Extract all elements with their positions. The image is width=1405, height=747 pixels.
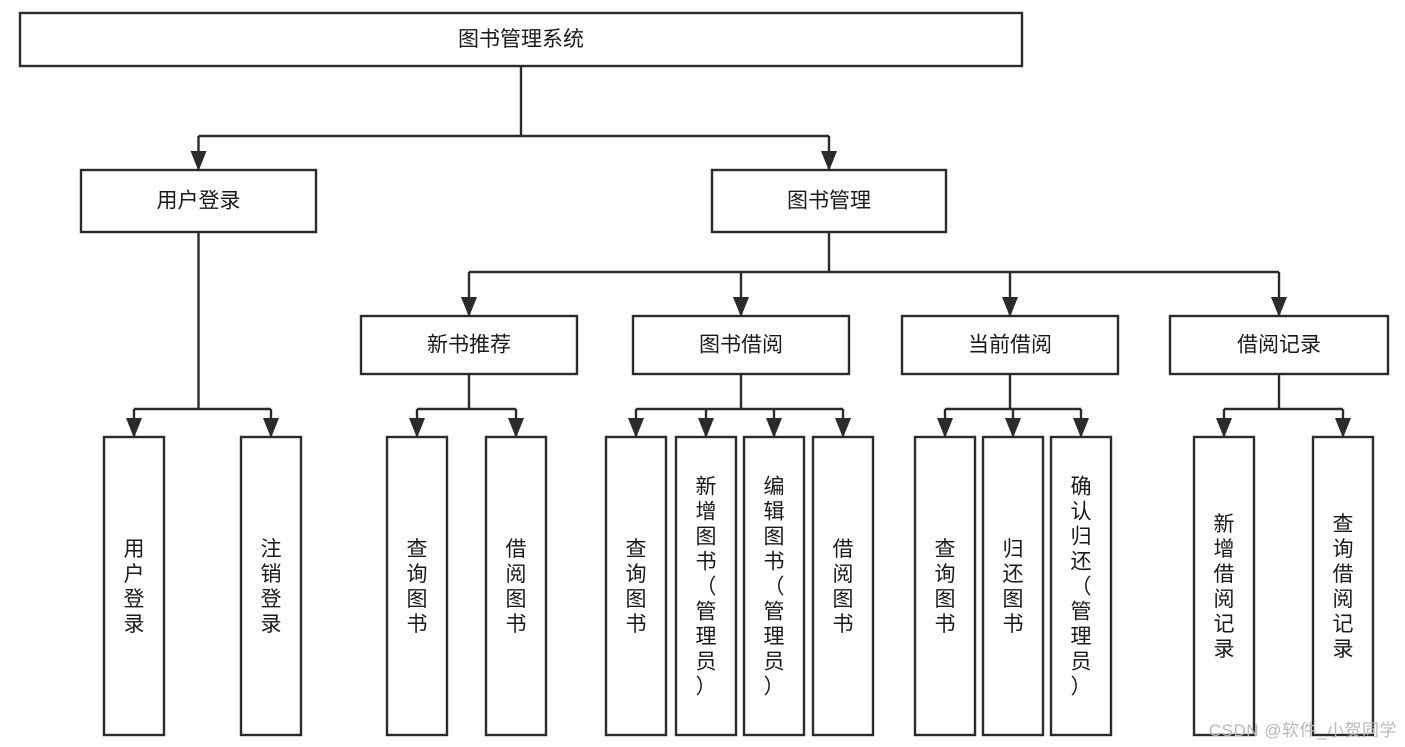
node-box[interactable]	[742, 435, 806, 737]
node-box[interactable]	[1311, 435, 1375, 737]
node-box[interactable]	[913, 435, 977, 737]
node-label: 借阅图书	[506, 538, 527, 636]
node-box[interactable]	[102, 435, 166, 737]
node-leaf-records-query[interactable]: 查询借阅记录	[1311, 435, 1375, 737]
arrow-head-icon	[1216, 418, 1232, 438]
node-label: 新书推荐	[427, 334, 511, 357]
node-leaf-current-query[interactable]: 查询图书	[913, 435, 977, 737]
node-box[interactable]	[1192, 435, 1256, 737]
node-label: 注销登录	[261, 538, 282, 636]
arrow-head-icon	[733, 297, 749, 317]
arrow-head-icon	[821, 151, 837, 171]
node-root[interactable]: 图书管理系统	[18, 11, 1024, 68]
arrow-head-icon	[508, 418, 524, 438]
node-label: 新增图书（管理员）	[696, 476, 717, 699]
arrow-head-icon	[263, 418, 279, 438]
edge-group-newbook	[409, 374, 524, 438]
node-box[interactable]	[359, 314, 579, 376]
node-leaf-user-logout[interactable]: 注销登录	[239, 435, 303, 737]
node-box[interactable]	[811, 435, 875, 737]
arrow-head-icon	[766, 418, 782, 438]
edge-group-current	[937, 374, 1089, 438]
node-box[interactable]	[981, 435, 1045, 737]
arrow-head-icon	[126, 418, 142, 438]
node-label: 图书管理系统	[458, 28, 584, 51]
node-box[interactable]	[18, 11, 1024, 68]
node-label: 借阅记录	[1237, 334, 1321, 357]
node-box[interactable]	[385, 435, 449, 737]
node-box[interactable]	[674, 435, 738, 737]
arrow-head-icon	[1005, 418, 1021, 438]
node-label: 归还图书	[1003, 538, 1024, 636]
watermark-text: CSDN @软件_小贺同学	[1208, 721, 1397, 740]
node-leaf-borrow-edit[interactable]: 编辑图书（管理员）	[742, 435, 806, 737]
node-leaf-newbook-query[interactable]: 查询图书	[385, 435, 449, 737]
arrow-head-icon	[698, 418, 714, 438]
node-box[interactable]	[1049, 435, 1113, 737]
node-leaf-newbook-borrow[interactable]: 借阅图书	[484, 435, 548, 737]
edge-group-root	[190, 66, 837, 171]
node-layer: 图书管理系统用户登录图书管理新书推荐图书借阅当前借阅借阅记录用户登录注销登录查询…	[18, 11, 1390, 737]
arrow-head-icon	[1271, 297, 1287, 317]
node-label: 查询图书	[935, 538, 956, 636]
arrow-head-icon	[1002, 297, 1018, 317]
edge-group-borrow	[628, 374, 851, 438]
node-box[interactable]	[1168, 314, 1390, 376]
arrow-head-icon	[835, 418, 851, 438]
node-box[interactable]	[631, 314, 851, 376]
arrow-head-icon	[190, 151, 207, 171]
node-label: 查询借阅记录	[1333, 513, 1354, 661]
node-label: 图书管理	[787, 190, 871, 213]
node-box[interactable]	[604, 435, 668, 737]
node-leaf-current-confirm[interactable]: 确认归还（管理员）	[1049, 435, 1113, 737]
node-leaf-borrow-add[interactable]: 新增图书（管理员）	[674, 435, 738, 737]
node-leaf-current-return[interactable]: 归还图书	[981, 435, 1045, 737]
node-label: 图书借阅	[699, 334, 783, 357]
node-leaf-borrow-lend[interactable]: 借阅图书	[811, 435, 875, 737]
node-label: 用户登录	[157, 190, 241, 213]
edge-group-bookmgmt	[461, 232, 1287, 317]
arrow-head-icon	[1073, 418, 1089, 438]
node-records[interactable]: 借阅记录	[1168, 314, 1390, 376]
node-leaf-records-add[interactable]: 新增借阅记录	[1192, 435, 1256, 737]
arrow-head-icon	[937, 418, 953, 438]
node-newbook[interactable]: 新书推荐	[359, 314, 579, 376]
node-box[interactable]	[79, 168, 318, 234]
arrow-head-icon	[409, 418, 425, 438]
node-box[interactable]	[239, 435, 303, 737]
arrow-head-icon	[461, 297, 477, 317]
node-label: 查询图书	[626, 538, 647, 636]
node-box[interactable]	[710, 168, 948, 234]
node-label: 新增借阅记录	[1214, 513, 1235, 661]
node-label: 用户登录	[124, 538, 145, 636]
arrow-head-icon	[628, 418, 644, 438]
node-leaf-borrow-query[interactable]: 查询图书	[604, 435, 668, 737]
node-label: 编辑图书（管理员）	[764, 476, 785, 699]
edge-group-records	[1216, 374, 1351, 438]
connector-layer	[126, 66, 1351, 438]
node-label: 当前借阅	[968, 334, 1052, 357]
node-label: 借阅图书	[833, 538, 854, 636]
node-label: 确认归还（管理员）	[1071, 476, 1092, 699]
node-box[interactable]	[484, 435, 548, 737]
node-login[interactable]: 用户登录	[79, 168, 318, 234]
node-box[interactable]	[900, 314, 1120, 376]
node-borrow[interactable]: 图书借阅	[631, 314, 851, 376]
node-leaf-user-login[interactable]: 用户登录	[102, 435, 166, 737]
node-bookmgmt[interactable]: 图书管理	[710, 168, 948, 234]
edge-group-login	[126, 232, 279, 438]
node-label: 查询图书	[407, 538, 428, 636]
arrow-head-icon	[1335, 418, 1351, 438]
node-current[interactable]: 当前借阅	[900, 314, 1120, 376]
